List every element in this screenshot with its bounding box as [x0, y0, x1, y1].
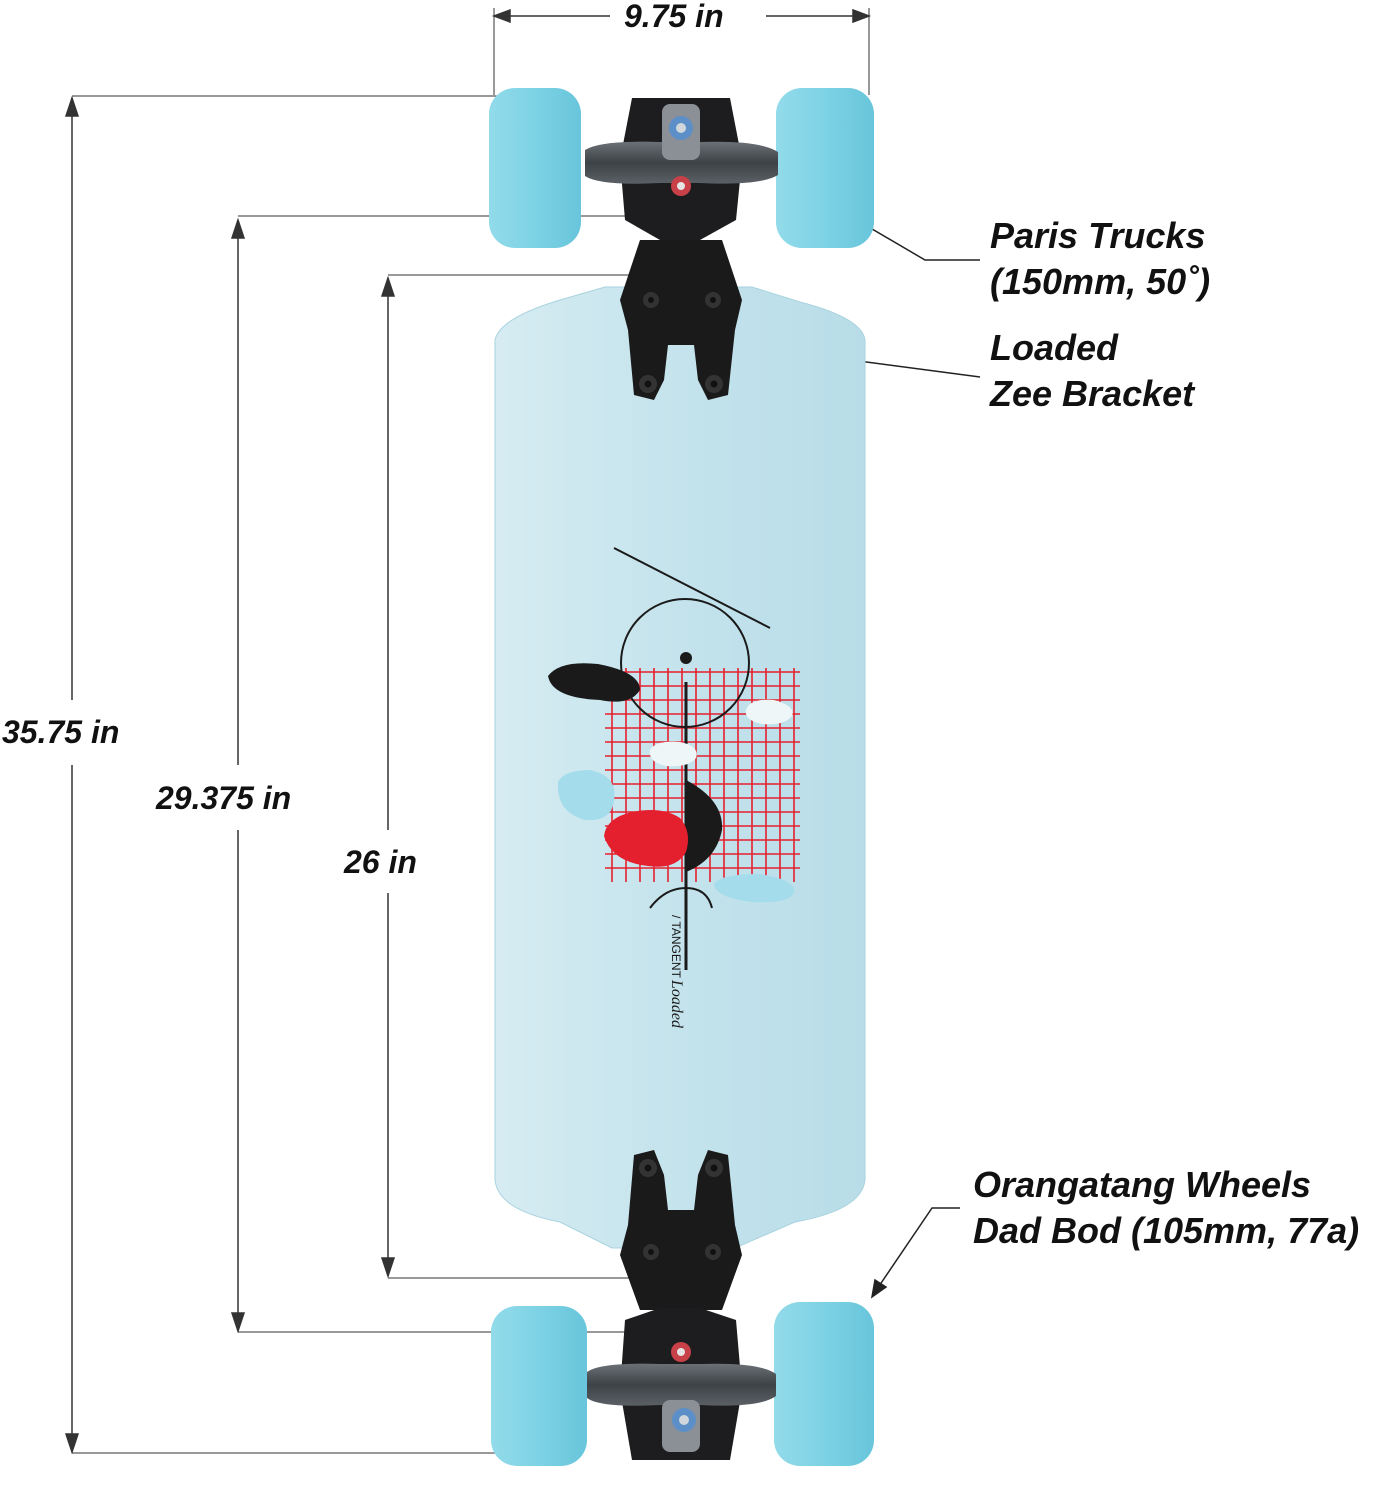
trucks-callout-line1: Paris Trucks — [990, 215, 1206, 256]
deck-graphic: / TANGENT Loaded — [548, 547, 800, 1029]
trucks-callout-line2: (150mm, 50˚) — [990, 261, 1211, 302]
overall-length-label: 35.75 in — [2, 714, 120, 750]
bracket-callout-line2: Zee Bracket — [990, 373, 1195, 414]
deck — [494, 286, 866, 1249]
wheels-callout: Orangatang Wheels Dad Bod (105mm, 77a) — [973, 1162, 1359, 1254]
trucks-callout: Paris Trucks (150mm, 50˚) — [990, 213, 1210, 305]
deck-brand-text: Loaded — [668, 979, 685, 1029]
bottom-truck — [587, 1150, 776, 1460]
wheels-callout-line2: Dad Bod (105mm, 77a) — [973, 1210, 1360, 1251]
wheelbase-outer-label: 29.375 in — [156, 780, 292, 816]
bracket-callout-line1: Loaded — [990, 327, 1119, 368]
width-dimension-label: 9.75 in — [624, 0, 724, 34]
wheel-top-left — [489, 88, 581, 248]
wheel-bottom-right — [774, 1302, 874, 1466]
wheel-bottom-left — [491, 1306, 587, 1466]
deck-model-text: / TANGENT — [669, 915, 683, 979]
top-truck — [585, 98, 778, 400]
wheel-top-right — [776, 88, 874, 248]
bracket-callout: Loaded Zee Bracket — [990, 325, 1194, 417]
wheelbase-inner-label: 26 in — [344, 844, 417, 880]
wheels-callout-line1: Orangatang Wheels — [973, 1164, 1312, 1205]
